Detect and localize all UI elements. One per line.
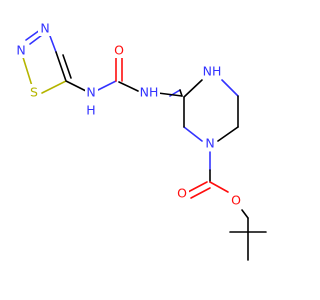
atom-s-ring: S <box>30 85 38 100</box>
bond-c6-n1 <box>217 126 239 142</box>
bond-c5-s <box>41 80 67 94</box>
bond-n1-c2 <box>183 126 203 142</box>
bond-c3-n4h <box>183 79 203 98</box>
bond-s-n1 <box>21 53 33 87</box>
bond-n2-c <box>49 35 57 53</box>
atom-o-urea: O <box>114 43 124 58</box>
urea-linkage <box>65 55 139 92</box>
thiadiazole-ring <box>21 29 72 94</box>
atom-h-left: H <box>86 103 95 118</box>
bond-linker <box>157 92 183 97</box>
bond-c-urea-nh <box>118 81 139 92</box>
bond-c5-nh <box>65 80 87 92</box>
bond-n4h-c5 <box>221 79 239 97</box>
molecule-structure-diagram: N N S N H O NH NH N O O <box>14 20 267 261</box>
bond-c-o-carbonyl-2 <box>190 187 211 199</box>
methylene-linker <box>157 89 183 97</box>
atom-n-left: N <box>86 85 95 100</box>
bond-nh-c-urea <box>95 80 117 92</box>
bond-n1-n2 <box>25 29 41 41</box>
bond-ch2-c3 <box>179 89 183 97</box>
piperazine-ring <box>183 79 239 142</box>
bond-c-o-ester <box>209 181 229 193</box>
bond-c-o-carbonyl-1 <box>187 181 208 193</box>
boc-group <box>187 151 267 261</box>
atom-labels: N N S N H O NH NH N O O <box>14 20 242 208</box>
atom-n-piperazine: N <box>205 136 214 151</box>
atom-n-ring-2: N <box>40 21 49 36</box>
bond-c-c5-double <box>62 54 72 79</box>
bond-n1-n2-double <box>29 34 43 45</box>
atom-n-ring-1: N <box>16 43 25 58</box>
bond-o-tbu <box>241 209 249 219</box>
atom-o-ester: O <box>231 193 241 208</box>
atom-nh-piperazine: NH <box>203 64 222 79</box>
atom-nh-mid: NH <box>140 85 159 100</box>
atom-o-carbonyl: O <box>177 186 187 201</box>
bond-c-c5 <box>55 51 67 82</box>
